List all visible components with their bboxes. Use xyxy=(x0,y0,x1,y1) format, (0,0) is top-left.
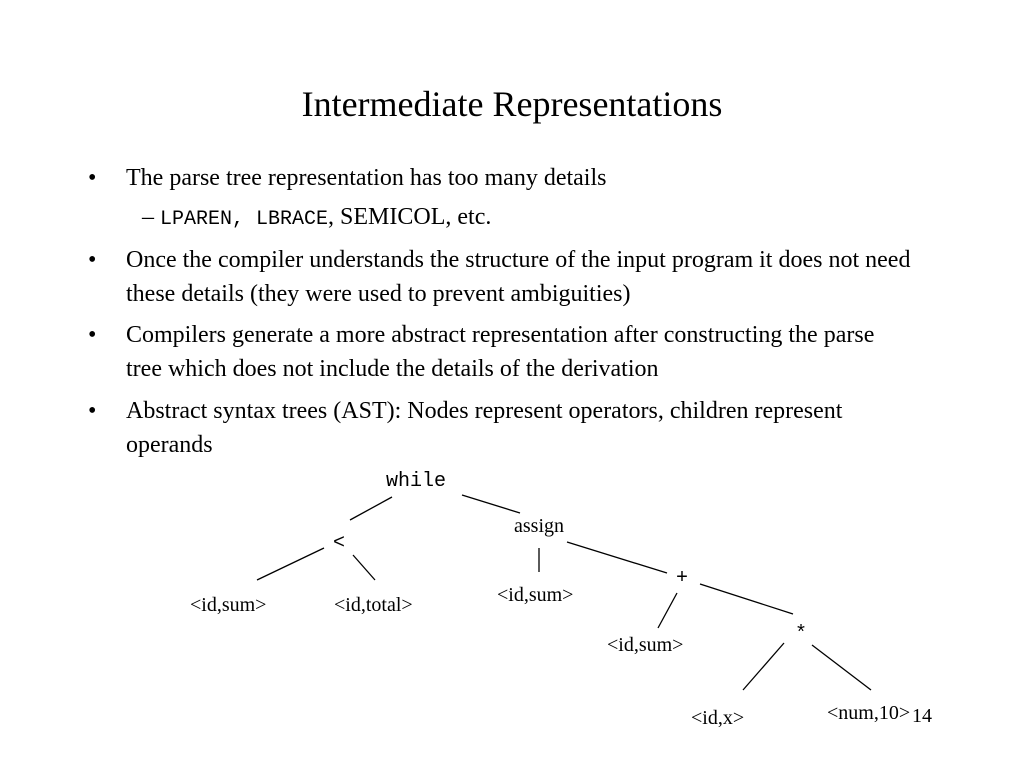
bullet-text: Abstract syntax trees (AST): Nodes repre… xyxy=(126,398,843,458)
sub-bullet-code: LPAREN, LBRACE xyxy=(160,208,329,231)
node-assign: assign xyxy=(514,515,564,537)
page-number: 14 xyxy=(912,705,932,727)
bullet-marker: • xyxy=(88,247,97,273)
bullet-text: The parse tree representation has too ma… xyxy=(126,165,607,191)
node-while: while xyxy=(386,470,447,493)
node-id-x: <id,x> xyxy=(691,707,745,729)
bullet-marker: • xyxy=(88,398,97,424)
node-times: * xyxy=(795,623,808,646)
bullet-marker: • xyxy=(88,322,97,348)
sub-bullet-dash: – xyxy=(142,204,154,230)
edge-plus-times xyxy=(699,583,794,615)
sub-bullet-text: , SEMICOL, etc. xyxy=(328,204,492,230)
edge-lt-id-sum xyxy=(256,547,325,581)
node-id-total: <id,total> xyxy=(334,594,413,616)
edge-while-assign xyxy=(461,494,521,514)
edge-assign-plus xyxy=(566,541,668,574)
sub-bullet-item: – LPAREN, LBRACE, SEMICOL, etc. xyxy=(142,200,491,237)
bullet-marker: • xyxy=(88,165,97,191)
slide-title: Intermediate Representations xyxy=(301,84,723,124)
node-less-than: < xyxy=(333,532,346,555)
edge-times-num xyxy=(811,644,872,691)
edge-plus-id-sum xyxy=(657,592,678,629)
node-plus: + xyxy=(676,567,689,590)
edge-times-id-x xyxy=(742,642,785,691)
node-id-sum: <id,sum> xyxy=(497,584,574,606)
bullet-text: Compilers generate a more abstract repre… xyxy=(126,322,875,382)
node-num-10: <num,10> xyxy=(827,702,911,724)
edge-lt-id-total xyxy=(352,554,376,581)
bullet-text: Once the compiler understands the struct… xyxy=(126,247,911,307)
node-id-sum: <id,sum> xyxy=(190,594,267,616)
node-id-sum: <id,sum> xyxy=(607,634,684,656)
edge-while-lt xyxy=(349,496,393,521)
